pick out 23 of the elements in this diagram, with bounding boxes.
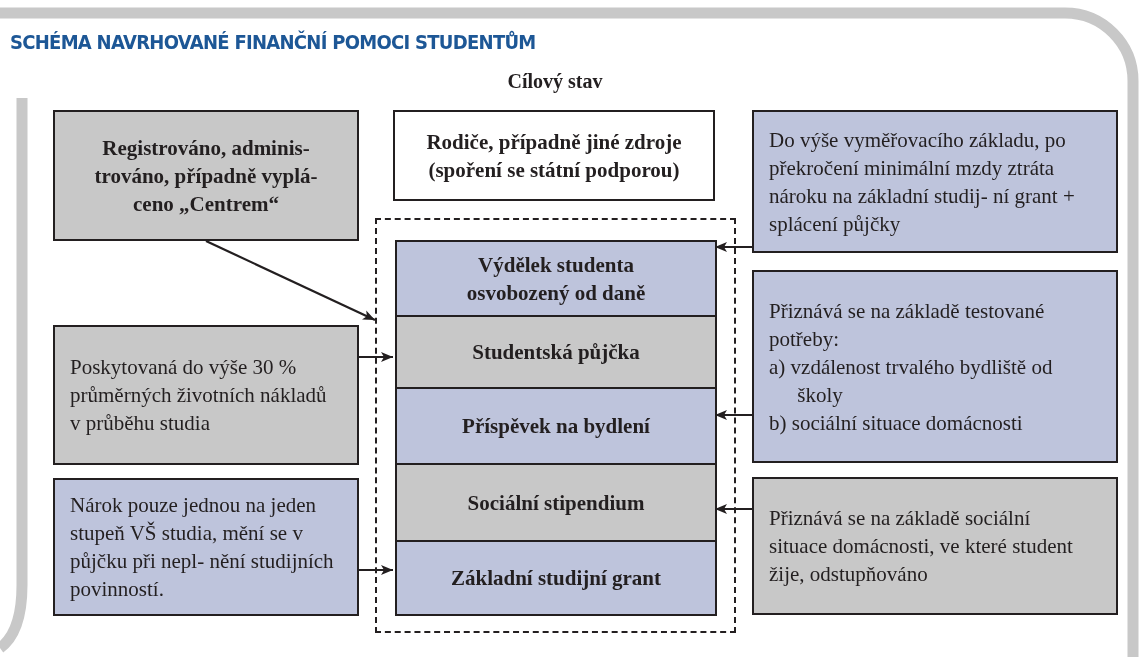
arrow	[205, 240, 376, 321]
process-box: Rodiče, případně jiné zdroje (spoření se státní podporou)	[393, 110, 715, 201]
arrow	[359, 565, 393, 575]
note-box: Poskytovaná do výše 30 % průměrných životních nákladů v průběhu studia	[53, 325, 359, 465]
arrow	[715, 410, 752, 420]
arrow	[359, 352, 393, 362]
note-text: b) sociální situace domácnosti	[769, 409, 1024, 437]
diagram-title: SCHÉMA NAVRHOVANÉ FINANČNÍ POMOCI STUDENTŮM	[10, 30, 536, 54]
note-text: Přiznává se na základě testované potřeby:	[769, 297, 1046, 353]
note-box	[752, 270, 1118, 463]
arrow	[715, 504, 752, 514]
process-box: Studentská půjčka	[395, 315, 717, 389]
process-box: Základní studijní grant	[395, 540, 717, 616]
note-box: Nárok pouze jednou na jeden stupeň VŠ studia, mění se v půjčku při nepl- nění studijních povinností.	[53, 478, 359, 616]
dashed-group-frame	[375, 218, 736, 633]
process-box: Sociální stipendium	[395, 463, 717, 542]
process-box: Registrováno, adminis- trováno, případně vyplá- ceno „Centrem“	[53, 110, 359, 241]
note-box: Do výše vyměřovacího základu, po překročení minimální mzdy ztráta nároku na základní studij- ní grant + splácení půjčky	[752, 110, 1118, 253]
section-heading: Cílový stav	[507, 70, 603, 93]
process-box: Výdělek studenta osvobozený od daně	[395, 240, 717, 317]
arrow	[715, 242, 752, 252]
note-box: Přiznává se na základě sociální situace domácnosti, ve které student žije, odstupňováno	[752, 477, 1118, 615]
process-box: Příspěvek na bydlení	[395, 387, 717, 465]
